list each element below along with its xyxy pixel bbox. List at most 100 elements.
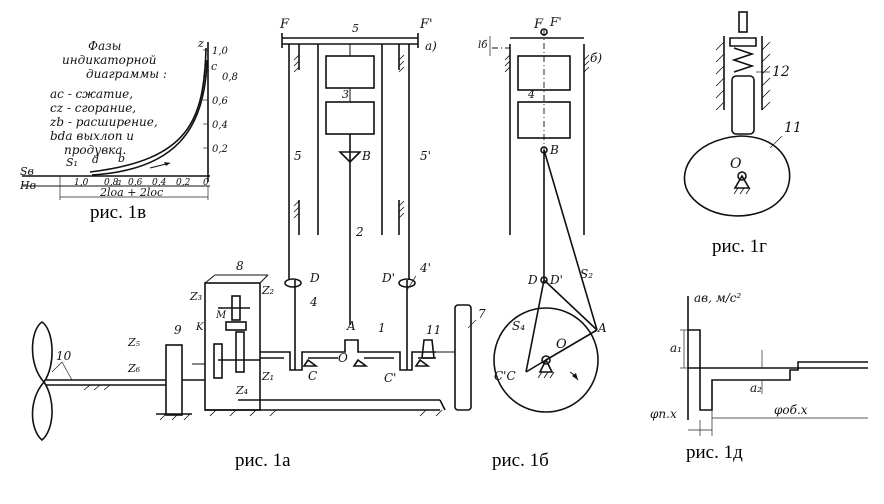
x-tick-6: 0 xyxy=(203,178,209,188)
label-z2: Z₂ xyxy=(261,284,274,297)
acc-axis-label: aв, м/с² xyxy=(694,291,741,305)
point-z: z xyxy=(197,37,204,50)
label-phi-obx: φоб.х xyxy=(774,403,808,417)
label-5-prime: 5' xyxy=(420,149,431,163)
label-b-CC: C'C xyxy=(494,369,516,383)
label-4: 4 xyxy=(309,295,318,309)
fig-1a-mechanism: F F' 5 а) 5 5' 3 B xyxy=(31,17,486,442)
label-O: O xyxy=(338,351,348,365)
caption-fig-1g: рис. 1г xyxy=(712,236,767,257)
legend-bda-2: продувка. xyxy=(64,143,126,157)
label-A: A xyxy=(346,319,356,333)
compression-curve xyxy=(91,59,208,176)
caption-fig-1b: рис. 1б xyxy=(492,450,549,471)
y-tick-2: 0,8 xyxy=(222,72,238,83)
gearbox-8 xyxy=(204,282,261,411)
label-F-prime: F' xyxy=(419,17,433,32)
caption-fig-1d: рис. 1д xyxy=(686,442,743,463)
dimension-label: 2lоа + 2lос xyxy=(99,186,163,199)
label-10: 10 xyxy=(56,349,72,363)
label-a1: a₁ xyxy=(670,341,682,355)
panel-tag-a: а) xyxy=(425,39,437,53)
fig-1v-indicator-diagram: Фазы индикаторной диаграммы : ac - сжати… xyxy=(19,37,238,200)
label-g-11: 11 xyxy=(784,120,802,136)
label-g-O: O xyxy=(730,156,742,172)
legend-ac: ac - сжатие, xyxy=(50,87,133,101)
piston-lower xyxy=(325,101,375,135)
label-e: lб xyxy=(478,40,488,51)
x-tick-4: 0,4 xyxy=(152,178,167,188)
legend-title-2: индикаторной xyxy=(62,53,156,67)
follower-12 xyxy=(731,75,755,135)
label-z5: Z₅ xyxy=(127,336,141,349)
point-b: b xyxy=(118,152,125,165)
label-K: K xyxy=(195,322,204,333)
legend-title-3: диаграммы : xyxy=(86,67,167,81)
label-b-F-prime: F' xyxy=(549,15,562,29)
x-tick-5: 0,2 xyxy=(176,178,191,188)
label-b-A: A xyxy=(597,321,607,335)
label-3: 3 xyxy=(342,88,349,101)
crosshead-B xyxy=(338,151,362,164)
cam-profile-11 xyxy=(683,135,791,217)
acceleration-curve xyxy=(688,329,868,411)
x-tick-3: 0,6 xyxy=(128,178,143,188)
caption-fig-1a: рис. 1а xyxy=(235,450,291,471)
label-9: 9 xyxy=(174,323,182,337)
label-1: 1 xyxy=(378,321,386,335)
point-c: c xyxy=(211,60,217,73)
label-4-prime: 4' xyxy=(419,261,431,275)
label-b-D-prime: D' xyxy=(549,273,563,287)
panel-tag-b: б) xyxy=(590,51,602,65)
label-D: D xyxy=(309,271,320,285)
axis-s-label: Sв xyxy=(20,165,34,178)
fig-1g-cam: 12 O 11 xyxy=(683,11,802,217)
caption-fig-1v: рис. 1в xyxy=(90,202,146,223)
label-z4: Z₄ xyxy=(235,384,248,397)
cam-11 xyxy=(421,339,435,359)
label-b-D: D xyxy=(527,273,538,287)
x-tick-1: 1,0 xyxy=(74,178,89,188)
legend-zb: zb - расширение, xyxy=(49,115,158,129)
y-tick-3: 0,6 xyxy=(212,96,229,107)
crankshaft xyxy=(260,339,436,371)
x-tick-2: 0,8 xyxy=(104,178,119,188)
label-C-prime: C' xyxy=(384,371,396,385)
piston-upper xyxy=(325,55,375,89)
link-AB xyxy=(543,149,598,331)
label-b-B: B xyxy=(549,143,559,157)
label-b-F: F xyxy=(533,17,544,32)
point-s1: S₁ xyxy=(66,156,78,169)
label-5-top: 5 xyxy=(352,22,359,35)
y-tick-5: 0,2 xyxy=(212,144,228,155)
label-z3: Z₃ xyxy=(189,290,202,303)
propeller-10 xyxy=(31,321,53,442)
label-11: 11 xyxy=(426,323,441,337)
y-tick-1: 1,0 xyxy=(212,46,229,57)
gear-9 xyxy=(165,344,183,416)
fig-1b-kinematic-scheme: F F' б) lб 4 B D D' S₂ S₄ xyxy=(478,15,607,413)
legend-bda-1: bda выхлоп и xyxy=(50,129,134,143)
label-D-prime: D' xyxy=(381,271,395,285)
label-C: C xyxy=(308,369,317,383)
fig-1d-acceleration-diagram: aв, м/с² a₁ a₂ φп.х φоб.х xyxy=(650,291,868,436)
label-phi-px: φп.х xyxy=(650,407,677,421)
label-b-S4: S₄ xyxy=(512,319,525,333)
label-M: M xyxy=(215,310,227,321)
label-b-4: 4 xyxy=(527,88,535,101)
expansion-curve xyxy=(89,47,207,173)
label-2: 2 xyxy=(355,225,364,239)
point-d: d xyxy=(92,153,99,166)
label-z6: Z₆ xyxy=(127,362,141,375)
y-tick-4: 0,4 xyxy=(212,120,228,131)
label-5: 5 xyxy=(294,149,302,163)
label-B: B xyxy=(361,149,371,163)
base-frame xyxy=(205,399,446,411)
point-a: a xyxy=(116,178,121,188)
label-8: 8 xyxy=(236,259,244,273)
axis-h-label: Hв xyxy=(19,179,36,192)
flywheel xyxy=(454,304,472,411)
label-g-12: 12 xyxy=(772,64,790,80)
label-b-O: O xyxy=(556,337,567,352)
